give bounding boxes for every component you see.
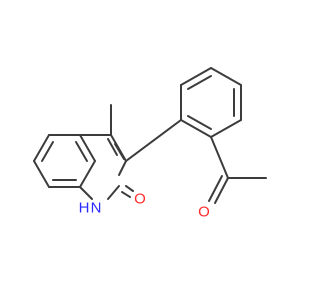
bond — [41, 141, 54, 162]
bond — [79, 134, 96, 162]
bond — [75, 141, 88, 162]
bond — [180, 119, 212, 138]
bond — [33, 134, 50, 162]
bond — [210, 136, 229, 179]
nitrogen-label: N — [91, 200, 102, 217]
bond — [125, 185, 134, 192]
bond — [33, 160, 50, 188]
bond — [121, 191, 131, 198]
bond — [79, 160, 96, 188]
bond — [79, 186, 93, 200]
nh-hydrogen-label: H — [79, 200, 90, 217]
lactam-oxygen-label: O — [134, 191, 146, 208]
bond — [210, 119, 242, 138]
chemical-structure-drawing: N H O O — [33, 67, 267, 221]
bond — [107, 185, 120, 200]
bond — [214, 177, 229, 204]
bond — [210, 67, 242, 86]
bond — [187, 75, 212, 90]
bond — [114, 143, 125, 160]
bond — [125, 119, 182, 162]
bond — [180, 67, 212, 86]
bond — [118, 160, 127, 176]
ketone-oxygen-label: O — [198, 204, 210, 221]
structure-canvas: N H O O — [33, 67, 267, 221]
bond — [187, 115, 212, 130]
bond — [107, 138, 118, 156]
bond — [208, 175, 223, 202]
